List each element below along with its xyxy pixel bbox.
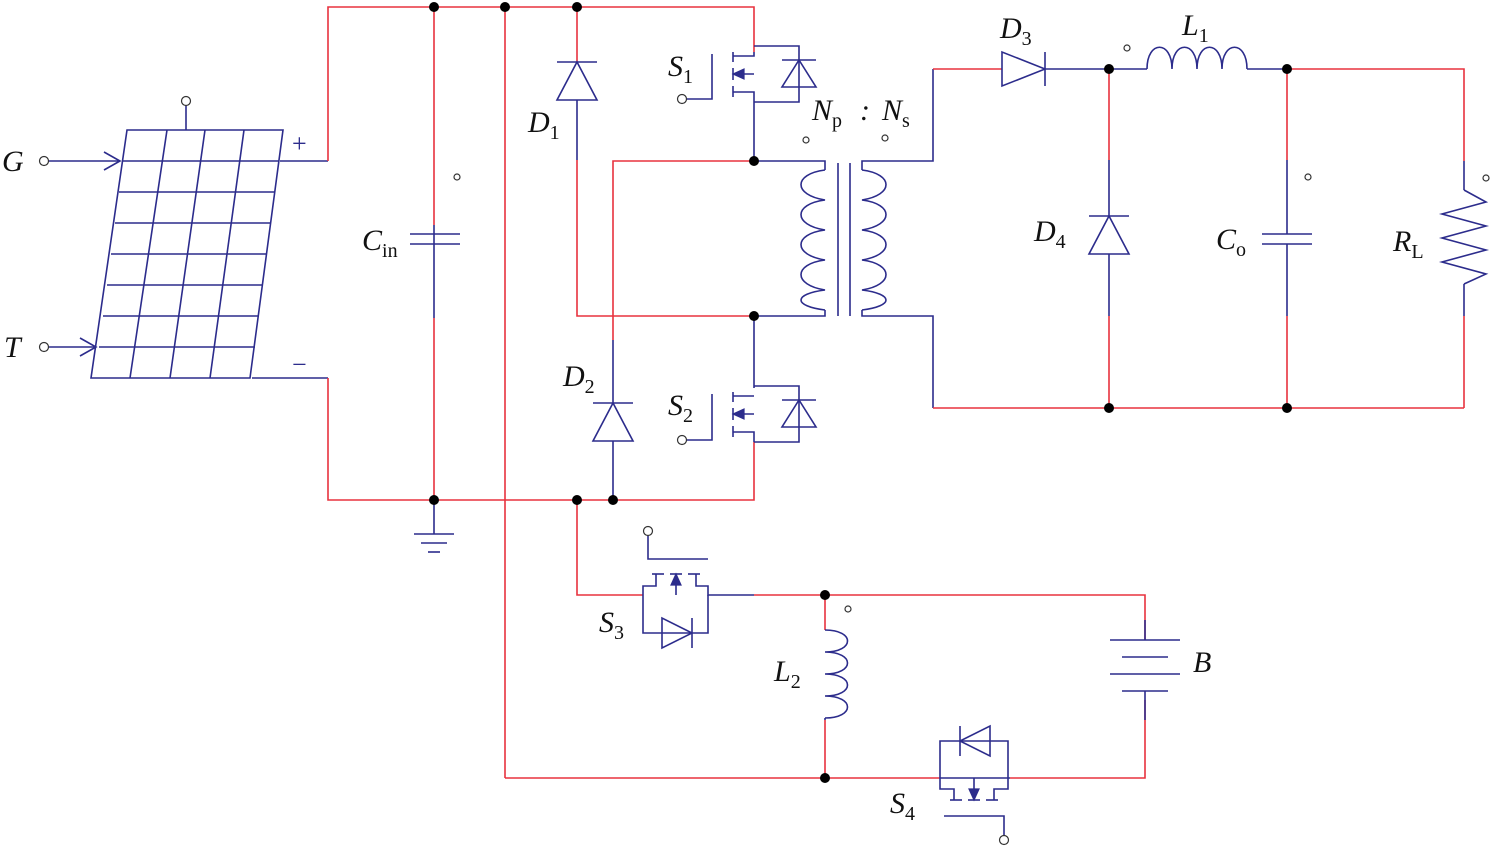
diode-d4 xyxy=(1087,160,1131,316)
label-s4: S4 xyxy=(890,787,915,825)
mosfet-s1 xyxy=(676,45,818,161)
label-l2: L2 xyxy=(773,655,801,693)
label-plus: + xyxy=(292,129,307,158)
label-b: B xyxy=(1193,646,1211,679)
label-ns: Ns xyxy=(881,94,910,132)
label-l1: L1 xyxy=(1181,9,1209,47)
diode-d3 xyxy=(933,50,1109,88)
battery-branch-wires xyxy=(505,500,1146,779)
pv-panel xyxy=(38,95,328,379)
label-t: T xyxy=(4,331,23,364)
mosfet-s3 xyxy=(642,525,754,650)
junction-nodes xyxy=(429,2,1292,783)
label-d4: D4 xyxy=(1033,215,1066,253)
output-wires xyxy=(933,68,1465,409)
label-s3: S3 xyxy=(599,606,624,644)
label-minus: − xyxy=(292,350,307,379)
battery-b xyxy=(1110,620,1180,720)
diode-d2 xyxy=(591,160,754,500)
label-np: Np xyxy=(811,94,842,132)
label-g: G xyxy=(2,145,24,178)
pv-top-terminal xyxy=(180,95,192,107)
capacitor-cin xyxy=(410,173,461,245)
inductor-l1 xyxy=(1109,44,1287,70)
label-s1: S1 xyxy=(668,50,693,88)
mosfet-s2 xyxy=(676,316,818,446)
label-cin: Cin xyxy=(362,224,398,262)
transformer xyxy=(754,69,934,408)
capacitor-co xyxy=(1262,160,1312,316)
g-input-terminal xyxy=(38,155,50,167)
resistor-rl xyxy=(1438,161,1490,316)
label-co: Co xyxy=(1216,223,1246,261)
inductor-l2 xyxy=(824,605,852,720)
label-colon: : xyxy=(860,94,870,127)
label-rl: RL xyxy=(1392,225,1424,263)
t-input-terminal xyxy=(38,341,50,353)
diode-d1 xyxy=(555,7,754,317)
label-d1: D1 xyxy=(527,106,560,144)
pv-panel-grid xyxy=(99,129,279,379)
mosfet-s4 xyxy=(939,724,1010,846)
label-s2: S2 xyxy=(668,389,693,427)
label-d2: D2 xyxy=(562,360,595,398)
input-wires xyxy=(327,6,755,778)
ground-icon xyxy=(414,533,454,553)
label-d3: D3 xyxy=(999,12,1032,50)
